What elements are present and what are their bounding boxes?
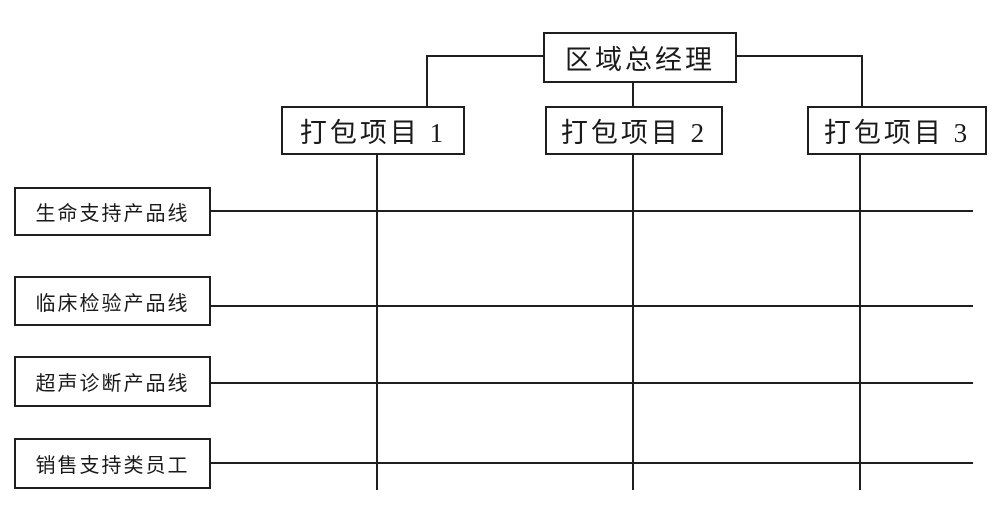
product-line-box-clinical-testing: 临床检验产品线: [14, 276, 211, 326]
root-box-regional-general-manager: 区域总经理: [543, 32, 737, 83]
product-line-box-sales-support-staff: 销售支持类员工: [14, 438, 211, 489]
product-line-box-life-support: 生命支持产品线: [14, 187, 211, 236]
product-line-box-ultrasound-diagnosis: 超声诊断产品线: [14, 356, 211, 407]
project-box-1-label: 打包项目 1: [299, 118, 447, 148]
product-line-2-label: 临床检验产品线: [35, 292, 190, 315]
root-box-label: 区域总经理: [565, 45, 715, 75]
product-line-3-label: 超声诊断产品线: [35, 373, 190, 395]
connector-root-to-project-3-vertical: [861, 55, 863, 107]
project-box-2: 打包项目 2: [545, 106, 723, 155]
project-box-3-label: 打包项目 3: [823, 118, 971, 148]
product-line-1-label: 生命支持产品线: [35, 203, 190, 225]
row-line-sales-support-staff: [211, 462, 973, 464]
row-line-life-support: [211, 210, 973, 212]
product-line-4-label: 销售支持类员工: [35, 455, 190, 477]
row-line-clinical-testing: [211, 305, 973, 307]
connector-root-to-project-1-horizontal: [427, 55, 543, 57]
project-box-2-label: 打包项目 2: [560, 118, 708, 148]
row-line-ultrasound-diagnosis: [211, 382, 973, 384]
project-box-3: 打包项目 3: [807, 106, 987, 155]
connector-root-to-project-2-vertical: [632, 83, 634, 106]
project-2-drop-line: [632, 155, 634, 490]
project-3-drop-line: [859, 155, 861, 490]
connector-root-to-project-1-vertical: [426, 55, 428, 106]
connector-root-to-project-3-horizontal: [737, 55, 862, 57]
project-1-drop-line: [376, 155, 378, 490]
project-box-1: 打包项目 1: [281, 106, 465, 155]
